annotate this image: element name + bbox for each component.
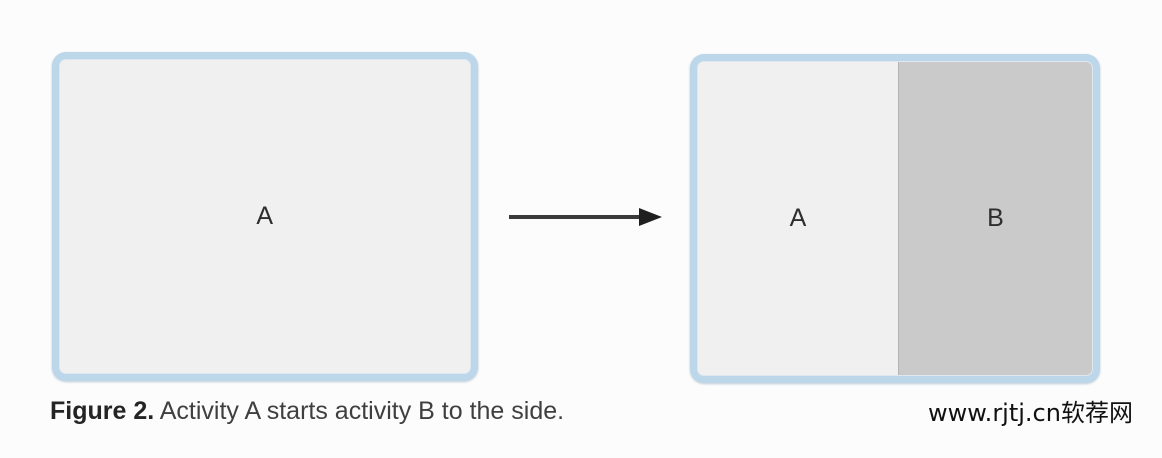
pane-activity-a-after: A [698,62,899,375]
figure-caption-text: Activity A starts activity B to the side… [154,397,565,425]
transition-arrow [505,203,663,231]
pane-activity-b-after: B [898,62,1092,375]
device-screen-before: A [59,59,471,374]
pane-label-b-after: B [987,204,1005,232]
device-screen-after: A B [697,61,1093,376]
device-frame-before: A [52,52,478,381]
pane-label-a-before: A [256,202,274,230]
pane-activity-a-before: A [60,60,470,373]
figure-caption-prefix: Figure 2. [50,397,155,425]
site-watermark: www.rjtj.cn软荐网 [928,399,1133,427]
figure-caption: Figure 2. Activity A starts activity B t… [50,396,564,426]
device-frame-after: A B [690,54,1100,383]
pane-label-a-after: A [789,204,807,232]
